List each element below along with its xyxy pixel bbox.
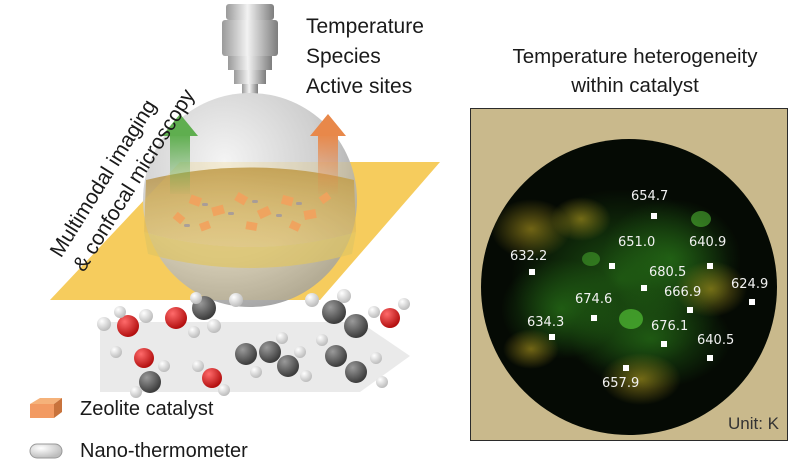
fluorescence-image bbox=[481, 139, 777, 435]
temperature-marker bbox=[623, 365, 629, 371]
temperature-value: 666.9 bbox=[664, 285, 702, 300]
temperature-marker bbox=[609, 263, 615, 269]
temperature-value: 674.6 bbox=[575, 292, 613, 307]
temperature-value: 676.1 bbox=[651, 319, 689, 334]
temperature-value: 651.0 bbox=[618, 235, 656, 250]
property-temperature: Temperature bbox=[306, 15, 424, 38]
molecules bbox=[97, 289, 410, 398]
temperature-marker bbox=[707, 355, 713, 361]
nano-thermometer-icon bbox=[29, 443, 63, 459]
temperature-value: 657.9 bbox=[602, 376, 640, 391]
temperature-map: 654.7 651.0 640.9 632.2 680.5 666.9 624.9 674.6… bbox=[470, 108, 788, 441]
emission-arrow-green-icon bbox=[162, 114, 198, 194]
microscopy-illustration bbox=[29, 4, 440, 459]
temperature-marker bbox=[661, 341, 667, 347]
temperature-value: 632.2 bbox=[510, 249, 548, 264]
temperature-marker bbox=[651, 213, 657, 219]
temperature-marker bbox=[529, 269, 535, 275]
temperature-marker bbox=[641, 285, 647, 291]
property-active-sites: Active sites bbox=[306, 75, 413, 98]
temperature-value: 654.7 bbox=[631, 189, 669, 204]
nano-thermometers bbox=[184, 200, 302, 227]
unit-label: Unit: K bbox=[727, 414, 779, 433]
temperature-value: 680.5 bbox=[649, 265, 687, 280]
temperature-value: 640.5 bbox=[697, 333, 735, 348]
temperature-marker bbox=[749, 299, 755, 305]
temperature-value: 634.3 bbox=[527, 315, 565, 330]
emission-arrow-orange-icon bbox=[310, 114, 346, 194]
temperature-value: 624.9 bbox=[731, 277, 769, 292]
zeolite-catalyst-icon bbox=[30, 398, 62, 418]
legend-thermometer: Nano-thermometer bbox=[80, 439, 248, 462]
zeolite-crystals bbox=[172, 191, 332, 232]
cross-section-band bbox=[144, 167, 356, 247]
temperature-marker bbox=[549, 334, 555, 340]
microscope-objective-icon bbox=[222, 4, 278, 102]
temperature-marker bbox=[591, 315, 597, 321]
temperature-marker bbox=[687, 307, 693, 313]
panel-title: Temperature heterogeneity within catalys… bbox=[512, 45, 758, 97]
temperature-marker bbox=[707, 263, 713, 269]
temperature-value: 640.9 bbox=[689, 235, 727, 250]
legend-zeolite: Zeolite catalyst bbox=[80, 397, 214, 420]
property-species: Species bbox=[306, 45, 381, 68]
imaging-properties: Temperature Species Active sites bbox=[306, 12, 424, 102]
